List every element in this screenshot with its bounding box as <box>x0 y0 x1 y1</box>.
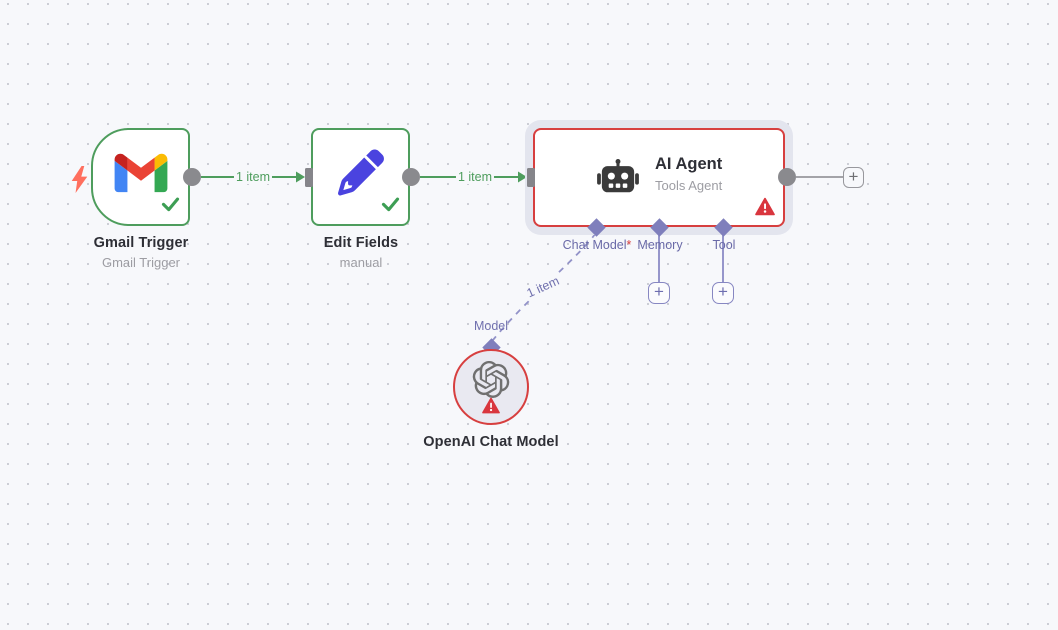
chat-model-label-text: Chat Model <box>562 238 627 252</box>
robot-icon <box>597 159 639 202</box>
node-openai-chat-model[interactable] <box>453 349 529 425</box>
agent-tool-port-label: Tool <box>712 238 736 252</box>
ai-agent-content: AI Agent Tools Agent <box>533 128 785 227</box>
node-edit-fields[interactable] <box>311 128 410 226</box>
agent-chat-model-port-label: Chat Model* <box>563 238 632 252</box>
add-tool-button[interactable]: + <box>712 282 734 304</box>
agent-memory-port-label: Memory <box>637 238 683 252</box>
node-gmail-trigger[interactable] <box>71 128 190 226</box>
success-check-icon <box>160 193 181 219</box>
agent-input-port[interactable] <box>527 168 535 187</box>
gmail-icon <box>114 153 167 197</box>
error-warning-icon <box>482 397 500 419</box>
ai-agent-subtitle: Tools Agent <box>655 178 723 193</box>
ai-agent-title: AI Agent <box>655 155 723 173</box>
agent-output-port[interactable] <box>778 168 796 186</box>
ai-agent-label: AI Agent Tools Agent <box>655 155 722 193</box>
connection-arrow-icon <box>296 171 305 183</box>
connection-model-to-agent[interactable] <box>492 232 597 341</box>
edit-output-port[interactable] <box>402 168 420 186</box>
add-memory-button[interactable]: + <box>648 282 670 304</box>
error-warning-icon <box>755 197 775 221</box>
openai-icon <box>472 360 510 403</box>
add-next-node-button[interactable]: + <box>843 166 864 188</box>
required-marker: * <box>626 238 632 252</box>
connection-arrow-icon <box>518 171 527 183</box>
trigger-bolt-icon <box>70 166 89 198</box>
pencil-icon <box>337 149 384 200</box>
gmail-output-port[interactable] <box>183 168 201 186</box>
edit-input-port[interactable] <box>305 168 313 187</box>
success-check-icon <box>380 193 401 219</box>
